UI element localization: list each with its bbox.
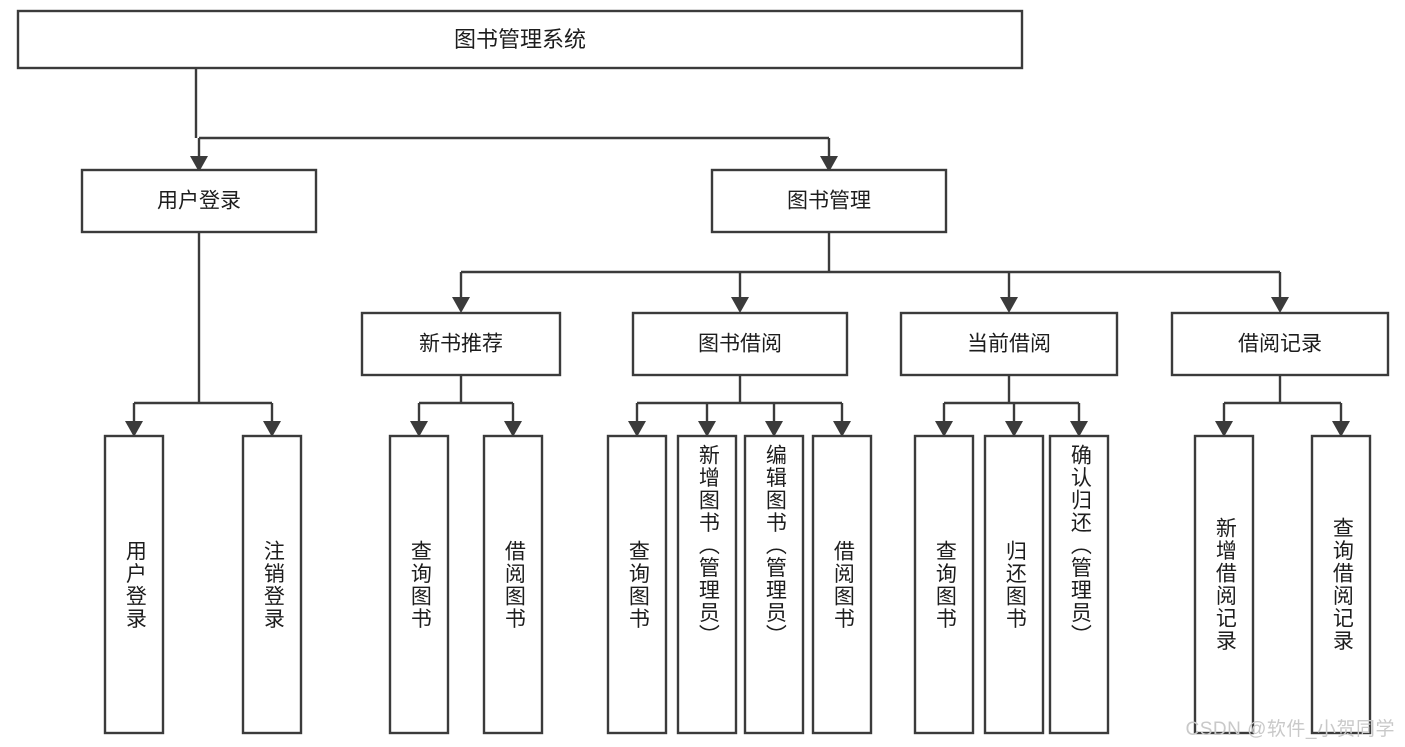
arrow-icon-leaf-cb-2 <box>1005 421 1023 437</box>
node-root[interactable] <box>16 9 1024 70</box>
leaf-new-book-1[interactable] <box>482 434 544 735</box>
arrow-icon-leaf-logout <box>263 421 281 437</box>
arrow-icon-book-borrow <box>731 297 749 313</box>
watermark-text: CSDN @软件_小贺同学 <box>1185 719 1395 740</box>
node-book-manage[interactable] <box>710 168 948 234</box>
arrow-icon-leaf-bb-2 <box>698 421 716 437</box>
arrow-icon-leaf-cb-3 <box>1070 421 1088 437</box>
arrow-icon-current-borrow <box>1000 297 1018 313</box>
node-user-login[interactable] <box>80 168 318 234</box>
leaf-current-borrow-0[interactable] <box>913 434 975 735</box>
arrow-icon-leaf-nb-1 <box>410 421 428 437</box>
leaf-current-borrow-2[interactable] <box>1048 434 1110 735</box>
node-current-borrow[interactable] <box>899 311 1119 377</box>
leaf-user-login-0[interactable] <box>103 434 165 735</box>
arrow-icon-leaf-cb-1 <box>935 421 953 437</box>
node-borrow-record[interactable] <box>1170 311 1390 377</box>
node-book-borrow[interactable] <box>631 311 849 377</box>
arrow-icon-leaf-user-login <box>125 421 143 437</box>
leaf-borrow-record-0[interactable] <box>1193 434 1255 735</box>
leaf-borrow-record-1[interactable] <box>1310 434 1372 735</box>
arrow-icon-leaf-bb-4 <box>833 421 851 437</box>
node-current-borrow-label: 当前借阅 <box>967 333 1051 356</box>
node-book-borrow-label: 图书借阅 <box>698 333 782 356</box>
arrow-icon-book-manage <box>820 156 838 172</box>
leaf-user-login-1[interactable] <box>241 434 303 735</box>
leaf-book-borrow-2[interactable] <box>743 434 805 735</box>
arrow-icon-new-book <box>452 297 470 313</box>
arrow-icon-user-login <box>190 156 208 172</box>
arrow-icon-leaf-bb-1 <box>628 421 646 437</box>
arrow-icon-borrow-record <box>1271 297 1289 313</box>
node-layer: 图书管理系统 用户登录 图书管理 新书推荐 图书借阅 当前借阅 借阅记录 <box>16 9 1390 735</box>
node-new-book-recommend[interactable] <box>360 311 562 377</box>
node-book-manage-label: 图书管理 <box>787 190 871 213</box>
arrow-icon-leaf-bb-3 <box>765 421 783 437</box>
leaf-book-borrow-1[interactable] <box>676 434 738 735</box>
leaf-current-borrow-1[interactable] <box>983 434 1045 735</box>
arrowhead-layer <box>125 156 1350 437</box>
arrow-icon-leaf-br-1 <box>1215 421 1233 437</box>
leaf-new-book-0[interactable] <box>388 434 450 735</box>
connector-layer <box>132 68 1343 423</box>
leaf-book-borrow-3[interactable] <box>811 434 873 735</box>
node-root-label: 图书管理系统 <box>454 27 586 52</box>
arrow-icon-leaf-br-2 <box>1332 421 1350 437</box>
node-user-login-label: 用户登录 <box>157 190 241 213</box>
leaf-book-borrow-0[interactable] <box>606 434 668 735</box>
node-borrow-record-label: 借阅记录 <box>1238 333 1322 356</box>
node-new-book-recommend-label: 新书推荐 <box>419 333 503 356</box>
arrow-icon-leaf-nb-2 <box>504 421 522 437</box>
